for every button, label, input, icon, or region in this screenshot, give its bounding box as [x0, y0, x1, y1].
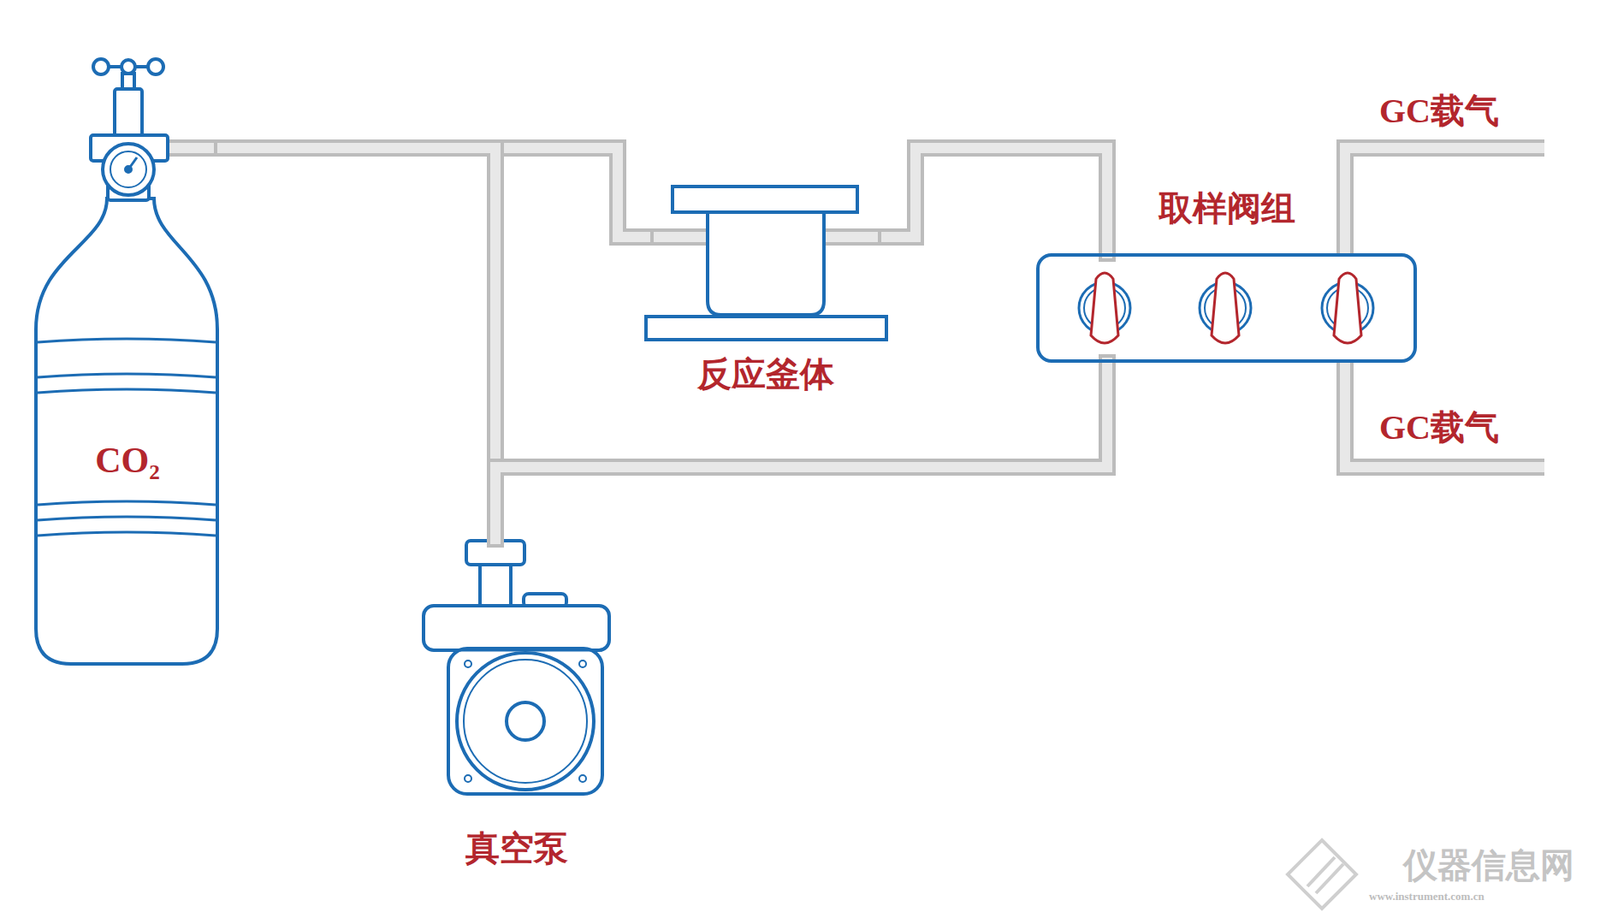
- node-label: 真空泵: [465, 831, 569, 866]
- pipe-core: [886, 148, 1108, 254]
- node-label: 取样阀组: [1158, 191, 1296, 226]
- pipe-outline: [222, 148, 496, 540]
- fixed-pipes: [159, 148, 1545, 468]
- gas-cylinder-drawing: [35, 59, 218, 664]
- carrier-gas-label: GC载气: [1379, 410, 1500, 445]
- vacuum-pump-drawing: [423, 540, 610, 795]
- watermark-logo: [1287, 840, 1357, 909]
- pipe-connector: [222, 148, 646, 238]
- watermark: 仪器信息网: [1403, 848, 1575, 883]
- pipe-core: [222, 148, 496, 540]
- sampling-valve-group: 取样阀组: [1036, 253, 1417, 363]
- carrier-gas-label: GC载气: [1379, 94, 1500, 129]
- watermark-url: www.instrument.com.cn: [1368, 890, 1485, 902]
- reactor-vessel: 反应釜体: [645, 186, 887, 340]
- pipe-outline: [222, 148, 646, 238]
- sampling-valves-drawing: [1037, 254, 1417, 362]
- pipe-connector: [222, 148, 496, 540]
- pipe-core: [222, 148, 646, 238]
- vacuum-pump: 真空泵: [423, 539, 610, 795]
- node-label: CO₂: [94, 442, 160, 479]
- node-label: 反应釜体: [697, 357, 835, 392]
- pipe-outline: [886, 148, 1108, 254]
- reactor-drawing: [645, 186, 887, 340]
- gas-cylinder: CO₂: [32, 51, 223, 668]
- pipe-connector: [886, 148, 1108, 254]
